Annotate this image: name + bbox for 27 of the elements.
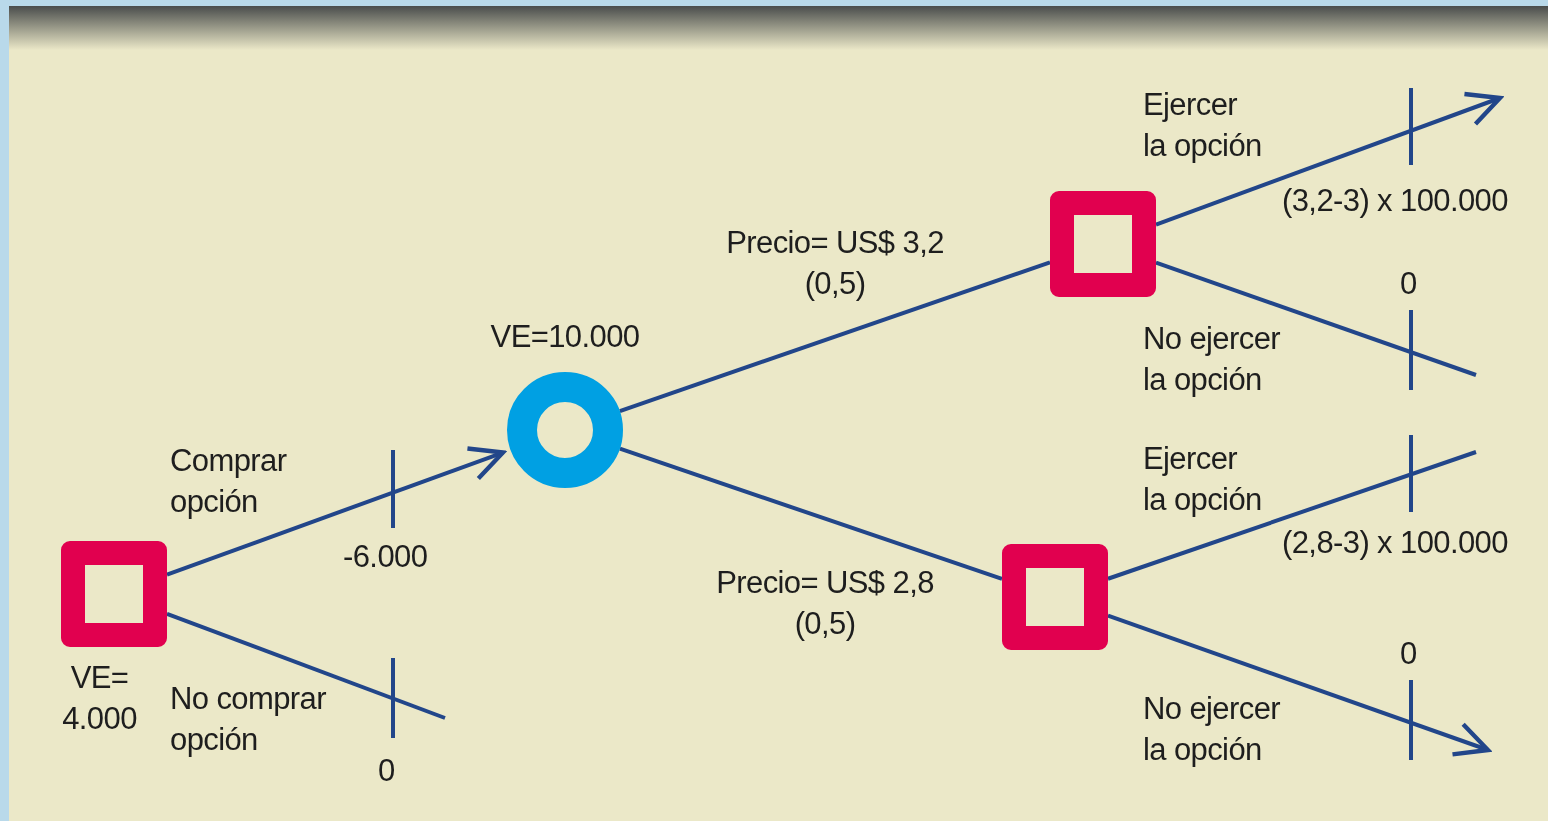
branch-line xyxy=(1155,260,1477,377)
payoff-label: 0 xyxy=(378,752,396,790)
arrow xyxy=(166,446,506,577)
expected-value-label: VE=10.000 xyxy=(489,318,641,356)
branch-line xyxy=(619,446,1003,581)
branch-line xyxy=(619,260,1051,413)
branch-label: Comprar opción xyxy=(170,442,288,521)
expected-value-label: VE= 4.000 xyxy=(61,659,138,738)
payoff-label: (3,2-3) x 100.000 xyxy=(1282,182,1509,220)
branch-label: No ejercer la opción xyxy=(1143,320,1281,399)
payoff-label: (2,8-3) x 100.000 xyxy=(1282,524,1509,562)
branch-label: No ejercer la opción xyxy=(1143,690,1281,769)
decision-square xyxy=(61,541,167,647)
branch-label: No comprar opción xyxy=(170,680,327,759)
branch-label: Precio= US$ 2,8 (0,5) xyxy=(715,564,935,643)
branch-label: Ejercer la opción xyxy=(1143,86,1263,165)
arrow xyxy=(1155,91,1503,227)
payoff-label: 0 xyxy=(1400,265,1418,303)
branch-line xyxy=(166,612,446,720)
decision-square xyxy=(1002,544,1108,650)
payoff-label: 0 xyxy=(1400,635,1418,673)
branch-label: Precio= US$ 3,2 (0,5) xyxy=(725,224,945,303)
branch-line xyxy=(1107,450,1477,581)
arrow xyxy=(1107,613,1491,757)
branch-label: Ejercer la opción xyxy=(1143,440,1263,519)
decision-square xyxy=(1050,191,1156,297)
payoff-label: -6.000 xyxy=(343,538,429,576)
